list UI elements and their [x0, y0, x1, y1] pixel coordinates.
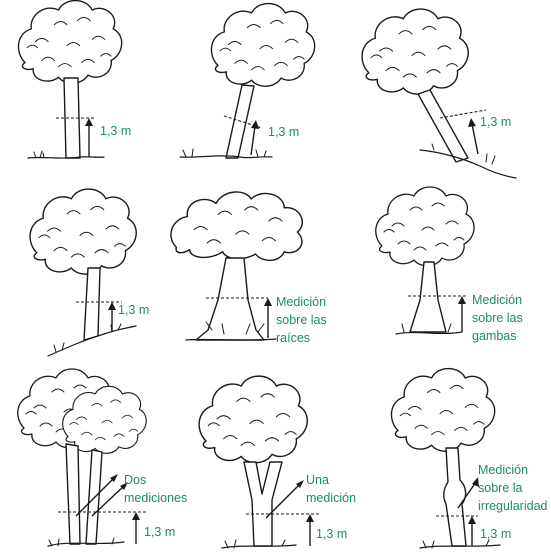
- tree-trunk: [444, 448, 466, 546]
- panel-roots: Medición sobre las raíces: [171, 192, 330, 345]
- height-label: 1,3 m: [144, 525, 175, 539]
- height-arrow: [472, 124, 478, 154]
- tree-crown: [30, 189, 136, 274]
- panel-forked-low: Dos mediciones 1,3 m: [18, 369, 187, 546]
- measurement-note: Medición sobre la irregularidad: [478, 463, 548, 513]
- measurement-note: Medición sobre las gambas: [472, 293, 526, 343]
- tree-crown: [362, 9, 468, 94]
- panel-irregular: Medición sobre la irregularidad 1,3 m: [391, 369, 547, 548]
- height-label: 1,3 m: [268, 125, 299, 139]
- height-label: 1,3 m: [316, 527, 347, 541]
- height-label: 1,3 m: [480, 527, 511, 541]
- height-arrow: [251, 126, 255, 155]
- panel-steep-lean: 1,3 m: [362, 9, 516, 178]
- panel-slope: 1,3 m: [30, 189, 149, 356]
- tree-crown: [18, 1, 121, 84]
- tree-trunk: [196, 258, 264, 340]
- panel-leaning: 1,3 m: [180, 4, 315, 158]
- height-label: 1,3 m: [480, 115, 511, 129]
- tree-crown: [171, 192, 302, 260]
- tree-crown: [376, 187, 474, 266]
- measurement-note: Dos mediciones: [124, 473, 187, 505]
- ground-line: [420, 150, 516, 178]
- measurement-note: Medición sobre las raíces: [276, 295, 330, 345]
- tree-crown: [211, 4, 314, 87]
- tree-trunk: [244, 462, 282, 546]
- panel-upright: 1,3 m: [18, 1, 131, 159]
- height-label: 1,3 m: [100, 124, 131, 138]
- tree-trunk: [86, 450, 102, 544]
- tree-trunk: [84, 268, 100, 340]
- tree-trunk: [66, 444, 80, 544]
- panel-forked-high: Una medición 1,3 m: [199, 376, 356, 548]
- panel-buttress: Medición sobre las gambas: [376, 187, 526, 343]
- measurement-note: Una medición: [306, 473, 356, 505]
- height-label: 1,3 m: [118, 303, 149, 317]
- tree-crown: [199, 376, 307, 463]
- tree-crown: [391, 369, 494, 452]
- tree-trunk: [410, 262, 446, 332]
